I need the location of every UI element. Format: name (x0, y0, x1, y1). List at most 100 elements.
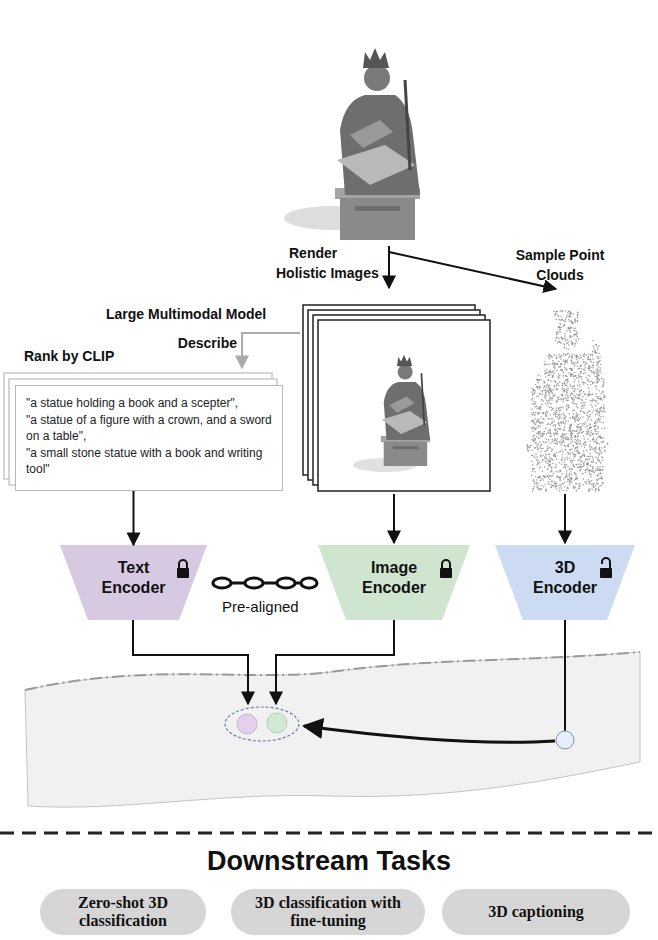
cloud-point (567, 327, 569, 329)
cloud-point (553, 311, 555, 313)
cloud-point (566, 382, 568, 384)
cloud-point (598, 370, 600, 372)
cloud-point (566, 408, 568, 410)
cloud-point (597, 403, 599, 405)
cloud-point (570, 337, 572, 339)
lock-icon (440, 560, 452, 578)
cloud-point (589, 473, 591, 475)
cloud-point (535, 418, 537, 420)
cloud-point (566, 433, 568, 435)
cloud-point (598, 490, 600, 492)
cloud-point (601, 485, 603, 487)
cloud-point (550, 397, 552, 399)
cloud-point (597, 368, 599, 370)
cloud-point (549, 456, 551, 458)
cloud-point (568, 326, 570, 328)
cloud-point (564, 482, 566, 484)
cloud-point (571, 344, 573, 346)
cloud-point (580, 440, 582, 442)
cloud-point (592, 467, 594, 469)
cloud-point (567, 487, 569, 489)
cloud-point (562, 338, 564, 340)
cloud-point (568, 319, 570, 321)
cloud-point (600, 398, 602, 400)
cloud-point (536, 386, 538, 388)
cloud-point (570, 442, 572, 444)
cloud-point (558, 485, 560, 487)
cloud-point (555, 357, 557, 359)
cloud-point (571, 374, 573, 376)
cloud-point (564, 335, 566, 337)
cloud-point (557, 475, 559, 477)
cloud-point (596, 379, 598, 381)
cloud-point (551, 423, 553, 425)
cloud-point (567, 353, 569, 355)
cloud-point (570, 328, 572, 330)
cloud-point (547, 460, 549, 462)
cloud-point (545, 442, 547, 444)
cloud-point (599, 356, 601, 358)
cloud-point (583, 407, 585, 409)
cloud-point (550, 403, 552, 405)
cloud-point (574, 455, 576, 457)
cloud-point (580, 376, 582, 378)
cloud-point (556, 407, 558, 409)
cloud-point (596, 388, 598, 390)
cloud-point (589, 416, 591, 418)
cloud-point (585, 426, 587, 428)
cloud-point (532, 394, 534, 396)
cloud-point (584, 364, 586, 366)
cloud-point (546, 369, 548, 371)
cloud-point (595, 488, 597, 490)
cloud-point (590, 359, 592, 361)
cloud-point (573, 460, 575, 462)
cloud-point (560, 414, 562, 416)
cloud-point (565, 375, 567, 377)
cloud-point (572, 464, 574, 466)
cloud-point (599, 485, 601, 487)
cloud-point (571, 362, 573, 364)
cloud-point (595, 430, 597, 432)
cloud-point (580, 469, 582, 471)
cloud-point (581, 376, 583, 378)
cloud-point (559, 375, 561, 377)
cloud-point (545, 458, 547, 460)
cloud-point (571, 474, 573, 476)
cloud-point (597, 347, 599, 349)
cloud-point (569, 336, 571, 338)
cloud-point (531, 455, 533, 457)
cloud-point (533, 441, 535, 443)
cloud-point (535, 424, 537, 426)
cloud-point (544, 412, 546, 414)
cloud-point (541, 435, 543, 437)
cloud-point (587, 425, 589, 427)
cloud-point (561, 442, 563, 444)
cloud-point (560, 343, 562, 345)
cloud-point (581, 378, 583, 380)
cloud-point (574, 320, 576, 322)
cloud-point (546, 433, 548, 435)
cloud-point (549, 461, 551, 463)
cloud-point (575, 397, 577, 399)
cloud-point (555, 456, 557, 458)
cloud-point (587, 394, 589, 396)
cloud-point (566, 409, 568, 411)
cloud-point (533, 414, 535, 416)
cloud-point (575, 375, 577, 377)
cloud-point (566, 315, 568, 317)
cloud-point (586, 415, 588, 417)
cloud-point (533, 440, 535, 442)
cloud-point (547, 463, 549, 465)
cloud-point (583, 465, 585, 467)
cloud-point (592, 439, 594, 441)
cloud-point (548, 423, 550, 425)
cloud-point (547, 391, 549, 393)
cloud-point (600, 437, 602, 439)
task-pill: 3D classification with fine-tuning (231, 889, 425, 935)
cloud-point (599, 420, 601, 422)
cloud-point (541, 399, 543, 401)
cloud-point (572, 452, 574, 454)
cloud-point (580, 389, 582, 391)
cloud-point (572, 313, 574, 315)
cloud-point (559, 487, 561, 489)
